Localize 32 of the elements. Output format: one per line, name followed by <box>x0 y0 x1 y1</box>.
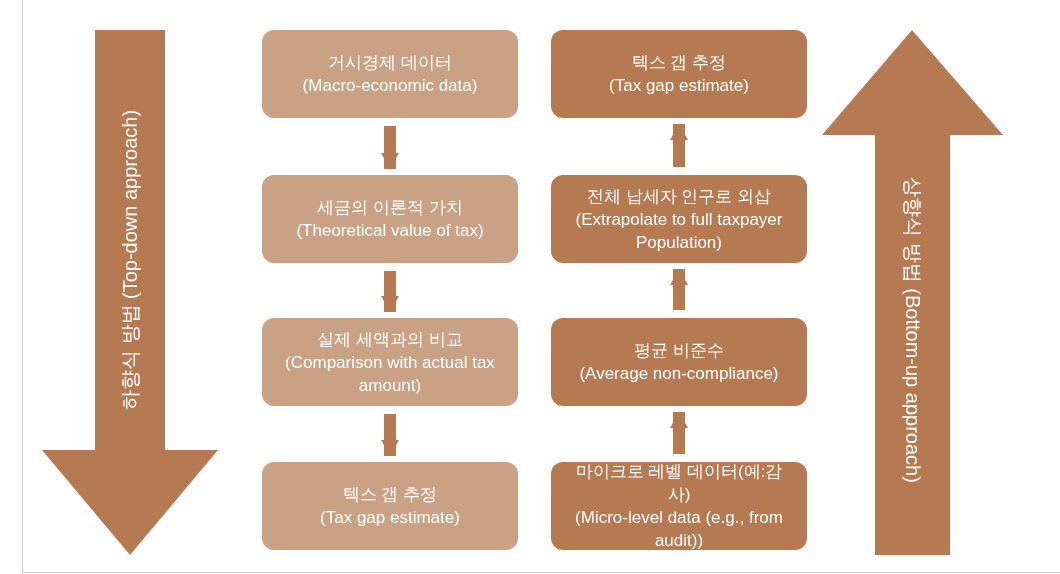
english-label: (Macro-economic data) <box>302 75 478 97</box>
korean-label: 마이크로 레벨 데이터(예:감사) <box>574 461 784 506</box>
korean-label: 평균 비준수 <box>634 340 724 362</box>
arrow <box>670 412 688 454</box>
approach-label: 상향식 방법 (Bottom-up approach) <box>900 177 925 483</box>
korean-label: 텍스 갭 추정 <box>631 52 727 74</box>
korean-label: 실제 세액과의 비교 <box>317 328 463 351</box>
process-box <box>262 30 518 118</box>
process-box <box>551 462 807 550</box>
approach-label: 하향식 방법 (Top-down approach) <box>117 109 142 411</box>
english-label: (Tax gap estimate) <box>320 507 460 529</box>
english-label: (Average non-compliance) <box>579 363 779 385</box>
korean-label: 전체 납세자 인구로 외삽 <box>586 185 772 208</box>
arrow <box>381 271 399 312</box>
process-box <box>551 318 807 406</box>
process-box <box>551 30 807 118</box>
arrow <box>670 269 688 310</box>
korean-label: 세금의 이론적 가치 <box>317 197 463 219</box>
english-label: (Extrapolate to full taxpayer Population) <box>574 208 784 254</box>
english-label: (Comparison with actual tax amount) <box>284 351 496 397</box>
process-box <box>262 462 518 550</box>
english-label: (Micro-level data (e.g., from audit)) <box>574 507 784 552</box>
korean-label: 텍스 갭 추정 <box>342 484 438 506</box>
arrow <box>670 124 688 167</box>
process-box <box>262 175 518 263</box>
arrow <box>381 414 399 456</box>
arrow <box>381 126 399 169</box>
process-box <box>262 318 518 406</box>
process-box <box>551 175 807 263</box>
english-label: (Tax gap estimate) <box>609 75 749 97</box>
english-label: (Theoretical value of tax) <box>296 220 484 242</box>
korean-label: 거시경제 데이터 <box>328 52 452 74</box>
